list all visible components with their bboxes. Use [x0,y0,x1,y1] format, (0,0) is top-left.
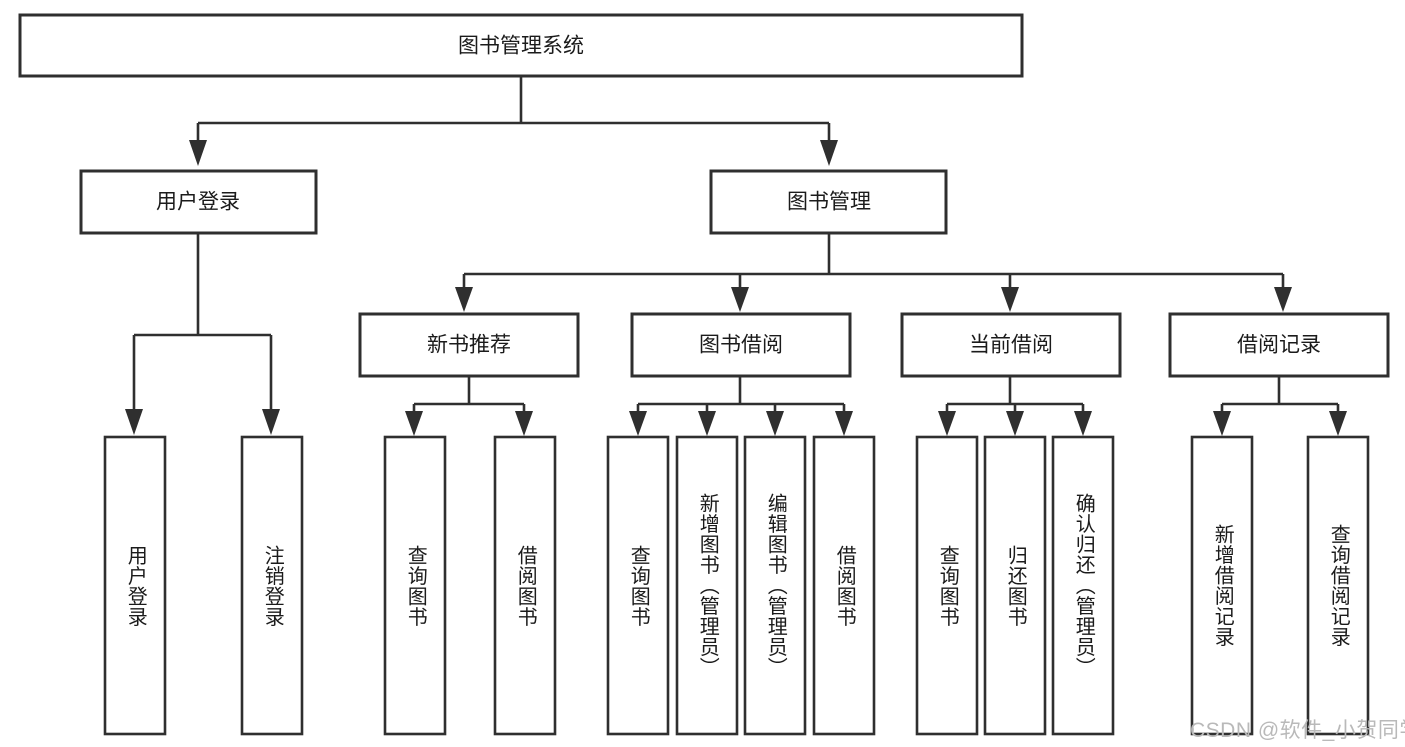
node-label-book-borrow: 图书借阅 [699,334,783,357]
node-box-leaf-query-record[interactable] [1306,435,1370,736]
node-box-leaf-add-book[interactable] [675,435,739,736]
arrow-head-leaf-query-book-1 [405,411,423,436]
node-box-leaf-query-book-2[interactable] [606,435,670,736]
node-box-root[interactable] [18,13,1024,78]
node-box-leaf-borrow-book-1[interactable] [493,435,557,736]
node-root-title[interactable]: 图书管理系统 [18,13,1024,78]
connector-group-borrow-record [1213,376,1347,436]
node-box-borrow-record[interactable] [1168,312,1390,378]
node-box-leaf-borrow-book-2[interactable] [812,435,876,736]
node-box-leaf-return-book[interactable] [983,435,1047,736]
node-label-book-management: 图书管理 [787,191,871,214]
node-borrow-record[interactable]: 借阅记录 [1168,312,1390,378]
node-box-current-borrow[interactable] [900,312,1122,378]
arrow-head-book-borrow [731,287,749,312]
node-box-leaf-edit-book[interactable] [743,435,807,736]
arrow-head-leaf-user-logout [262,409,280,435]
connector-group-new-book-recommend [405,376,533,436]
arrow-head-user-login [189,140,207,166]
arrow-head-book-management [820,140,838,166]
arrow-head-leaf-query-record [1329,411,1347,436]
node-box-leaf-confirm-return[interactable] [1051,435,1115,736]
connector-group-book-management [455,233,1292,312]
node-label-borrow-record: 借阅记录 [1237,334,1321,357]
node-box-book-borrow[interactable] [630,312,852,378]
node-label-current-borrow: 当前借阅 [969,334,1053,357]
arrow-head-new-book-recommend [455,287,473,312]
node-user-login[interactable]: 用户登录 [79,169,318,235]
arrow-head-leaf-user-login [125,409,143,435]
node-book-management[interactable]: 图书管理 [709,169,948,235]
connector-group-current-borrow [938,376,1092,436]
node-box-leaf-user-login[interactable] [103,435,167,736]
node-label-root: 图书管理系统 [458,35,584,58]
arrow-head-leaf-confirm-return [1074,411,1092,436]
arrow-head-leaf-add-record [1213,411,1231,436]
arrow-head-leaf-query-book-3 [938,411,956,436]
node-current-borrow[interactable]: 当前借阅 [900,312,1122,378]
node-label-new-book-recommend: 新书推荐 [427,334,511,357]
node-new-book-recommend[interactable]: 新书推荐 [358,312,580,378]
node-box-leaf-user-logout[interactable] [240,435,304,736]
node-box-user-login[interactable] [79,169,318,235]
arrow-head-leaf-edit-book [766,411,784,436]
node-box-leaf-query-book-3[interactable] [915,435,979,736]
arrow-head-borrow-record [1274,287,1292,312]
node-book-borrow[interactable]: 图书借阅 [630,312,852,378]
watermark-text: CSDN @软件_小贺同学 [1190,719,1405,742]
connector-group-book-borrow [629,376,853,436]
arrow-head-leaf-add-book [698,411,716,436]
node-box-new-book-recommend[interactable] [358,312,580,378]
arrow-head-leaf-borrow-book-2 [835,411,853,436]
node-label-user-login: 用户登录 [156,191,240,214]
arrow-head-leaf-query-book-2 [629,411,647,436]
arrow-head-leaf-return-book [1006,411,1024,436]
node-box-book-management[interactable] [709,169,948,235]
node-box-leaf-query-book-1[interactable] [383,435,447,736]
arrow-head-leaf-borrow-book-1 [515,411,533,436]
node-box-leaf-add-record[interactable] [1190,435,1254,736]
connector-group-root [189,76,838,166]
connector-group-user-login [125,233,280,435]
arrow-head-current-borrow [1001,287,1019,312]
